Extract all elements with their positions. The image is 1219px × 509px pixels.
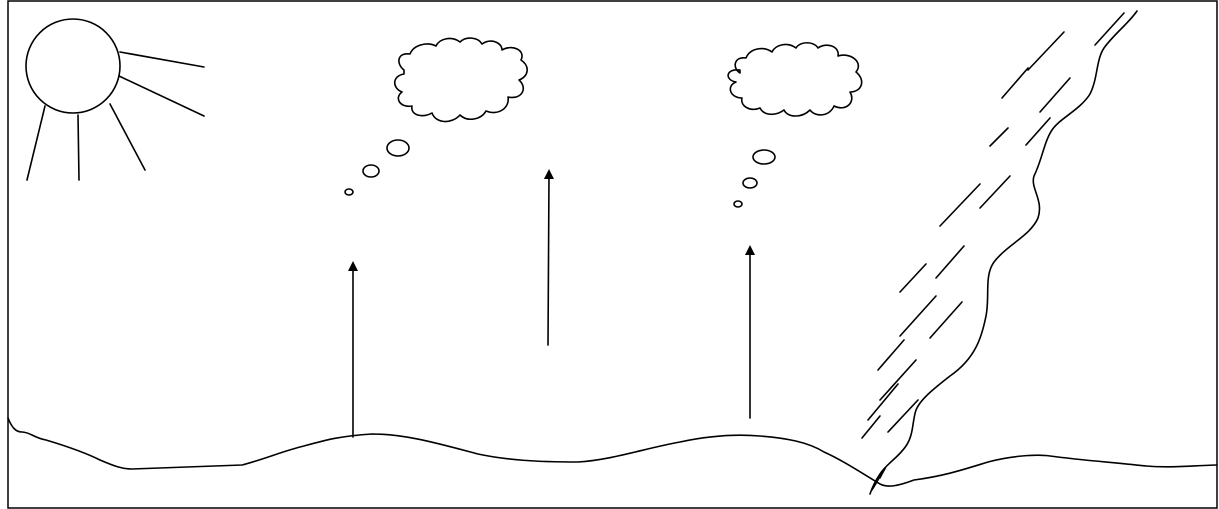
sun-icon [26, 19, 204, 180]
river-shape [872, 468, 886, 490]
up-arrow-icon [548, 174, 549, 345]
thought-cloud-icon [345, 38, 527, 195]
frame-border [8, 1, 1217, 508]
ground-line [8, 418, 1217, 486]
river-shape [870, 11, 1137, 494]
rain-dashes [862, 13, 1124, 438]
thought-cloud-icon [728, 43, 862, 207]
